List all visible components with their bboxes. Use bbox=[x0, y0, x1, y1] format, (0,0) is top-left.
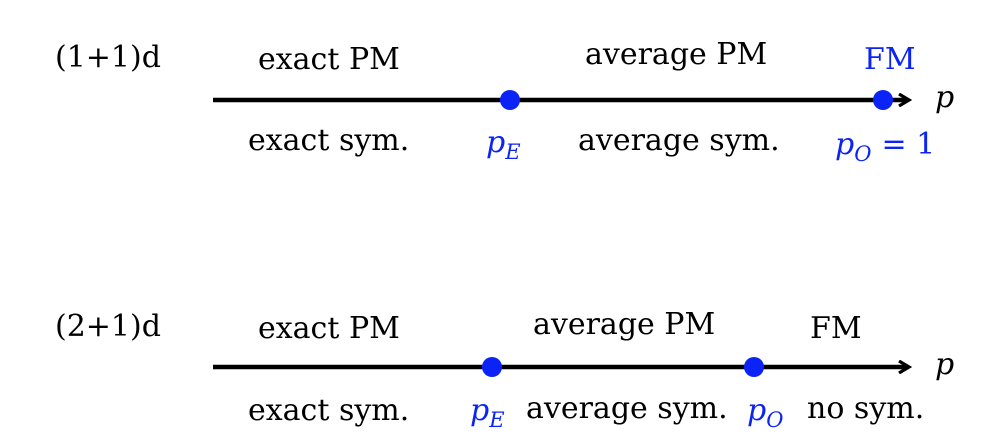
point-label-pO-1d: pO = 1 bbox=[835, 127, 935, 166]
pE-main: p bbox=[486, 125, 505, 160]
dimension-label-text: (2+1)d bbox=[55, 309, 161, 344]
critical-point-pE-1d bbox=[500, 90, 520, 110]
pO-main: p bbox=[835, 127, 854, 162]
critical-point-pE-2d bbox=[482, 357, 502, 377]
axis-variable-2d: p bbox=[935, 347, 954, 382]
row-2d: (2+1)d exact PM average PM FM p exact sy… bbox=[55, 307, 954, 432]
dimension-label-text: (1+1)d bbox=[55, 40, 161, 75]
symmetry-label-average-sym: average sym. bbox=[526, 391, 728, 426]
phase-label-average-pm: average PM bbox=[585, 37, 767, 72]
symmetry-label-no-sym: no sym. bbox=[807, 391, 924, 426]
dimension-label-2d: (2+1)d bbox=[55, 309, 161, 344]
phase-label-fm: FM bbox=[864, 42, 916, 77]
pO-sub: O bbox=[854, 142, 871, 166]
phase-label-exact-pm: exact PM bbox=[258, 42, 400, 77]
row-1d: (1+1)d exact PM average PM FM p exact sy… bbox=[55, 37, 954, 166]
pO-sub: O bbox=[766, 408, 783, 432]
point-label-pE-2d: pE bbox=[470, 393, 505, 432]
pE-sub: E bbox=[504, 140, 520, 164]
point-label-pE-1d: pE bbox=[486, 125, 521, 164]
pO-main: p bbox=[747, 393, 766, 428]
pE-sub: E bbox=[488, 408, 504, 432]
point-label-pO-2d: pO bbox=[747, 393, 783, 432]
pE-main: p bbox=[470, 393, 489, 428]
phase-label-average-pm: average PM bbox=[533, 307, 715, 342]
critical-point-pO-1d bbox=[873, 90, 893, 110]
phase-label-fm: FM bbox=[810, 311, 862, 346]
symmetry-label-exact-sym: exact sym. bbox=[248, 393, 409, 428]
phase-label-exact-pm: exact PM bbox=[258, 311, 400, 346]
critical-point-pO-2d bbox=[744, 357, 764, 377]
axis-variable-1d: p bbox=[935, 80, 954, 115]
pO-value: = 1 bbox=[881, 127, 935, 162]
dimension-label-1d: (1+1)d bbox=[55, 40, 161, 75]
symmetry-label-exact-sym: exact sym. bbox=[248, 123, 409, 158]
symmetry-label-average-sym: average sym. bbox=[578, 123, 780, 158]
